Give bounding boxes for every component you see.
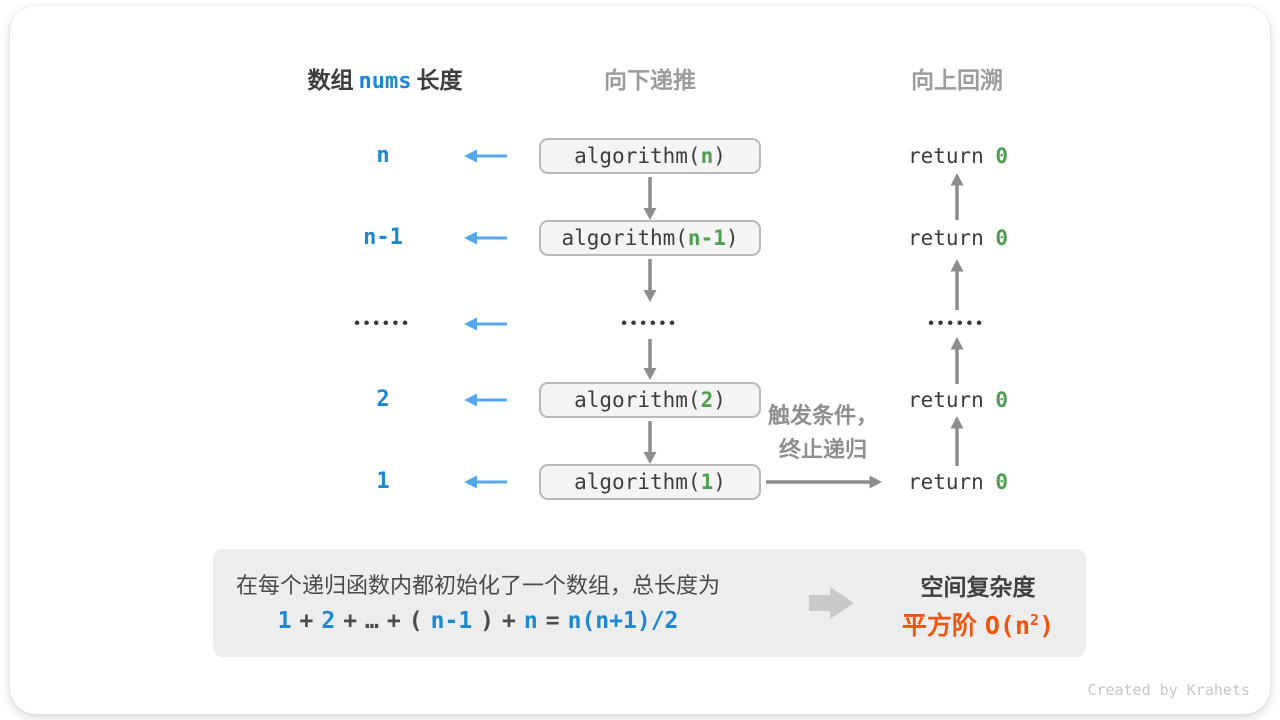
header-backtrack-up: 向上回溯	[911, 67, 1003, 93]
call-close: )	[725, 226, 739, 250]
call-ellipsis: ••••••	[621, 315, 679, 332]
formula-paren: (	[408, 608, 423, 634]
formula-op: +	[502, 608, 516, 634]
exponent: 2	[1030, 611, 1040, 629]
complexity-title: 空间复杂度	[920, 574, 1036, 600]
formula-op: +	[299, 608, 314, 634]
left-arrow	[464, 149, 507, 489]
return-value: 0	[995, 470, 1009, 494]
return-ellipsis: ••••••	[928, 315, 986, 332]
terminate-annotation: 触发条件， 终止递归	[758, 399, 888, 467]
call-close: )	[713, 144, 726, 168]
terminate-line2: 终止递归	[778, 437, 867, 462]
formula-term: 1	[277, 608, 292, 634]
call-box-n: algorithm(n)	[539, 138, 761, 174]
call-arg: 1	[700, 470, 714, 494]
return-statement: return 0	[890, 467, 1026, 497]
return-keyword: return	[907, 470, 984, 494]
header-array-suffix: 长度	[416, 67, 463, 93]
call-text: algorithm(	[574, 470, 701, 494]
formula-term: n-1	[430, 608, 473, 634]
return-value: 0	[995, 144, 1009, 168]
big-o-notation: O(n2)	[984, 611, 1055, 640]
return-keyword: return	[907, 226, 984, 250]
length-ellipsis: ••••••	[354, 315, 412, 332]
call-arg: n	[700, 144, 714, 168]
call-box-1: algorithm(1)	[539, 464, 761, 500]
return-value: 0	[995, 388, 1009, 412]
length-label-n: n	[376, 143, 390, 168]
call-arg: n-1	[687, 226, 726, 250]
return-statement: return 0	[890, 141, 1026, 171]
return-keyword: return	[907, 388, 984, 412]
call-text: algorithm(	[561, 226, 688, 250]
terminate-arrow	[766, 475, 882, 489]
length-label-1: 1	[376, 469, 390, 494]
call-close: )	[713, 388, 726, 412]
call-close: )	[713, 470, 726, 494]
formula-op: +	[343, 608, 358, 634]
header-array-prefix: 数组	[307, 67, 354, 93]
call-arg: 2	[700, 388, 714, 412]
summary-box: 在每个递归函数内都初始化了一个数组，总长度为 1 +2 + … + ( n-1) + n = n(n…	[213, 549, 1086, 657]
return-keyword: return	[907, 144, 984, 168]
call-box-n-1: algorithm(n-1)	[539, 220, 761, 256]
length-label-2: 2	[376, 387, 390, 412]
return-value: 0	[995, 226, 1009, 250]
formula-ellipsis: …	[365, 608, 379, 634]
terminate-line1: 触发条件，	[767, 403, 878, 428]
nums-code-label: nums	[358, 69, 412, 94]
summary-formula: 1 +2 + … + ( n-1) + n = n(n+1)/2	[213, 608, 743, 634]
return-statement: return 0	[890, 223, 1026, 253]
length-label-n-1: n-1	[363, 225, 403, 250]
formula-paren: )	[480, 608, 495, 634]
formula-op: +	[386, 608, 401, 634]
call-text: algorithm(	[574, 144, 701, 168]
return-statement: return 0	[890, 385, 1026, 415]
call-box-2: algorithm(2)	[539, 382, 761, 418]
formula-term: n	[523, 608, 538, 634]
summary-description: 在每个递归函数内都初始化了一个数组，总长度为	[235, 573, 720, 598]
header-recurse-down: 向下递推	[604, 67, 696, 93]
formula-equals: =	[545, 608, 560, 634]
formula-term: 2	[321, 608, 336, 634]
formula-result: n(n+1)/2	[567, 608, 679, 634]
call-text: algorithm(	[574, 388, 701, 412]
credit-text: Created by Krahets	[1087, 681, 1250, 699]
complexity-order-label: 平方阶	[901, 612, 977, 640]
